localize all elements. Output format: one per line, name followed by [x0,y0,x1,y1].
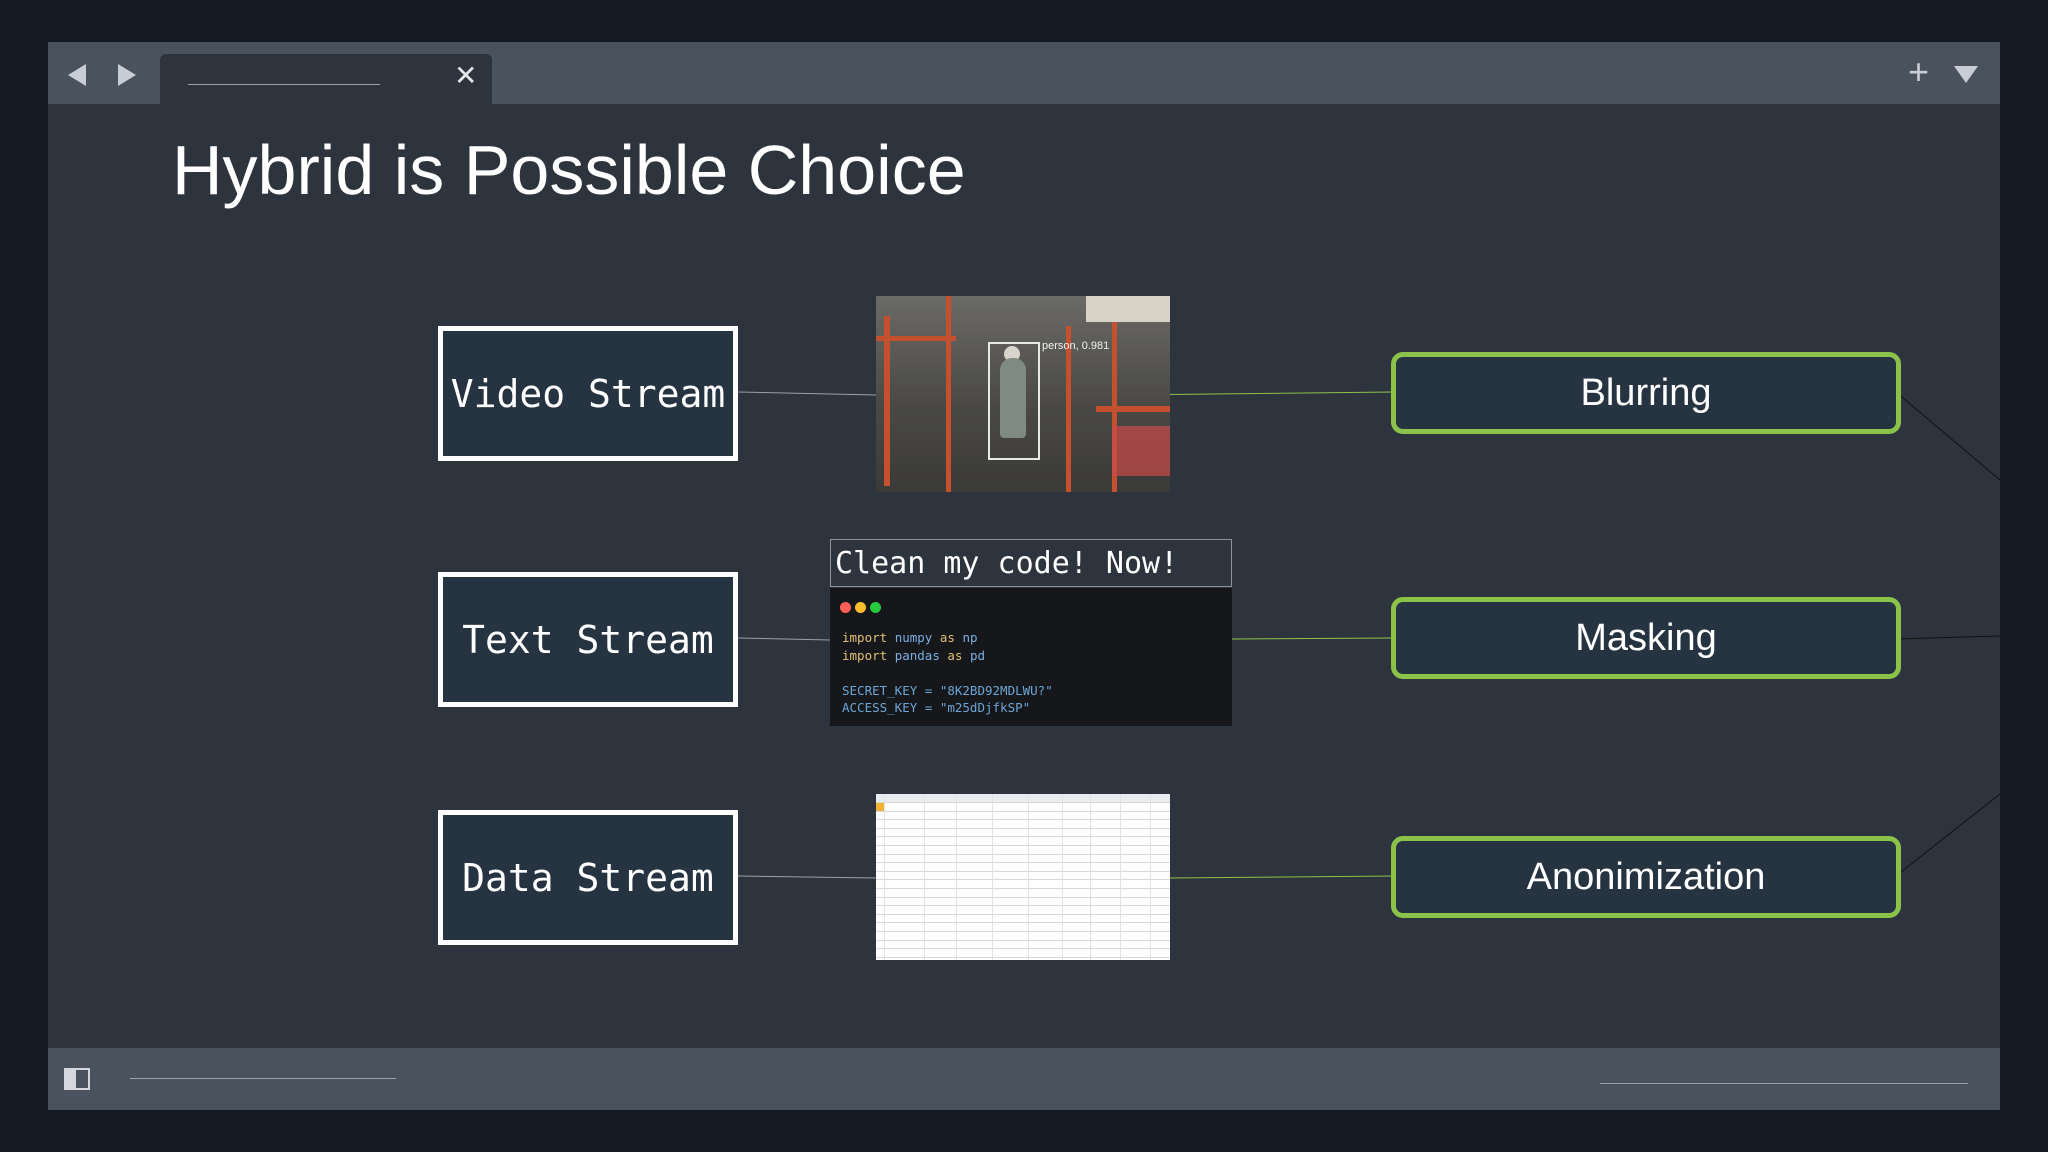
spreadsheet-corner-icon [876,803,884,811]
spreadsheet-col-line [1028,794,1029,960]
blurring-box: Blurring [1391,352,1901,434]
connector-data-to-sheet [737,875,877,879]
spreadsheet-row-line [876,802,1170,803]
spreadsheet-row-line [876,810,1170,812]
connector-text-to-card [737,637,831,641]
spreadsheet-header [876,794,1170,802]
slide-title: Hybrid is Possible Choice [172,131,966,209]
anonimization-box: Anonimization [1391,836,1901,918]
code-line: SECRET_KEY = "8K2BD92MDLWU?" [842,683,1053,698]
shelf-post [1066,326,1071,492]
code-snippet: import numpy as np import pandas as pd S… [830,588,1232,726]
person-body [1000,358,1026,438]
spreadsheet-row-line [876,819,1170,821]
sidebar-toggle-icon[interactable] [64,1068,90,1090]
back-arrow-icon[interactable] [68,64,86,86]
spreadsheet-row-line [876,879,1170,881]
window-close-dot-icon [840,602,851,613]
spreadsheet-row-line [876,836,1170,838]
browser-window: ✕ + Hybrid is Possible Choice Video Stre… [48,42,2000,1110]
status-placeholder-left [130,1078,396,1079]
forward-arrow-icon[interactable] [118,64,136,86]
spreadsheet-row-line [876,896,1170,898]
tab-bar: ✕ + [48,42,2000,104]
connector-lines [737,391,2000,879]
spreadsheet-col-line [924,794,925,960]
spreadsheet-col-line [884,794,885,960]
spreadsheet-thumbnail [876,794,1170,960]
text-stream-box: Text Stream [438,572,738,707]
connector-video-to-thumb [737,391,877,396]
spreadsheet-row-line [876,870,1170,872]
spreadsheet-row-line [876,827,1170,829]
shelf-post [946,296,951,492]
tab-menu-dropdown-icon[interactable] [1954,66,1978,83]
connector-masking-out [1895,635,2000,640]
status-placeholder-right [1600,1083,1968,1084]
code-line: import numpy as np [842,630,978,645]
detection-label: person, 0.981 [1042,340,1110,352]
spreadsheet-row-line [876,845,1170,846]
spreadsheet-row-line [876,888,1170,889]
window-maximize-dot-icon [870,602,881,613]
connector-anonimization-out [1895,793,2000,877]
spreadsheet-row-line [876,956,1170,958]
connector-card-to-masking [1231,637,1395,640]
close-tab-icon[interactable]: ✕ [454,60,478,91]
code-line: ACCESS_KEY = "m25dDjfkSP" [842,700,1031,715]
spreadsheet-row-line [876,913,1170,915]
code-line: import pandas as pd [842,648,986,663]
shelf-post [884,316,890,486]
spreadsheet-row-line [876,931,1170,932]
boxes-top [1086,296,1170,322]
connector-blurring-out [1895,391,2000,481]
spreadsheet-row-line [876,948,1170,950]
shelf-beam [1096,406,1170,412]
text-card-prompt: Clean my code! Now! [830,539,1232,587]
active-tab[interactable]: ✕ [160,54,492,104]
shelf-post [1112,296,1117,492]
spreadsheet-row-line [876,862,1170,864]
window-minimize-dot-icon [855,602,866,613]
spreadsheet-col-line [1062,794,1063,960]
spreadsheet-col-line [1150,794,1151,960]
spreadsheet-row-line [876,922,1170,924]
spreadsheet-col-line [1090,794,1091,960]
spreadsheet-col-line [1120,794,1121,960]
spreadsheet-row-line [876,905,1170,907]
tab-title-placeholder [188,84,380,85]
masking-box: Masking [1391,597,1901,679]
spreadsheet-col-line [956,794,957,960]
pallet [1112,426,1170,476]
new-tab-icon[interactable]: + [1908,51,1930,92]
bottom-bar [48,1048,2000,1110]
video-stream-box: Video Stream [438,326,738,461]
detection-box [988,342,1040,460]
connector-sheet-to-anonimization [1169,875,1395,879]
spreadsheet-row-line [876,853,1170,855]
shelf-beam [876,336,956,341]
spreadsheet-col-line [992,794,993,960]
data-stream-box: Data Stream [438,810,738,945]
spreadsheet-row-line [876,939,1170,941]
video-thumbnail: person, 0.981 [876,296,1170,492]
